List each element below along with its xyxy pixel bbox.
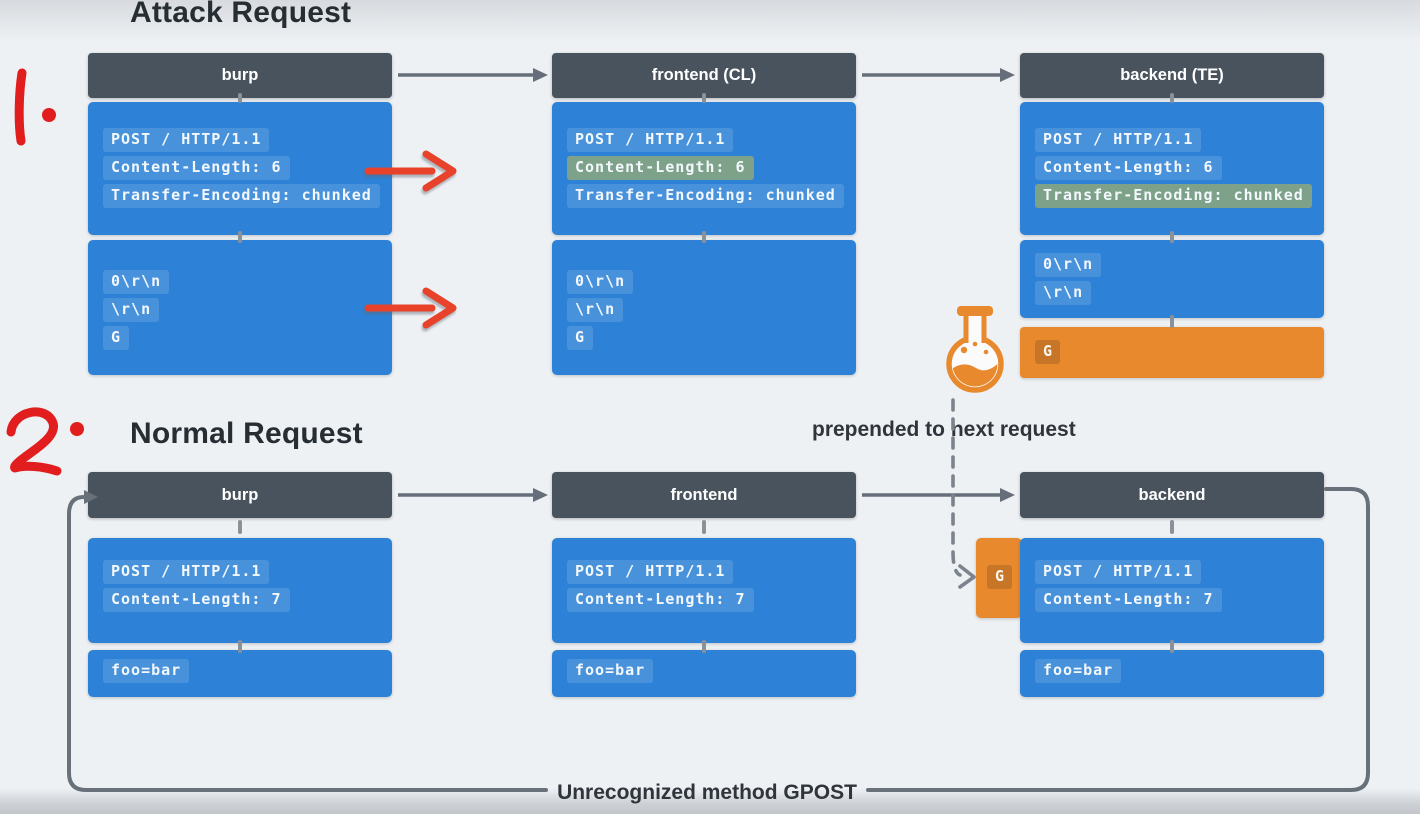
- normal-frontend-header: frontend: [552, 472, 856, 518]
- ink-stroke: [14, 68, 27, 146]
- code-line: foo=bar: [567, 659, 654, 683]
- code-line: Content-Length: 6: [1035, 156, 1222, 180]
- code-line: \r\n: [567, 298, 624, 322]
- attack-burp-body-box: 0\r\n \r\n G: [88, 240, 392, 375]
- ink-dot: [42, 108, 56, 122]
- code-line: Transfer-Encoding: chunked: [103, 184, 380, 208]
- code-line: 0\r\n: [1035, 253, 1102, 277]
- red-arrowhead-icon: [422, 287, 457, 329]
- code-line: Transfer-Encoding: chunked: [567, 184, 844, 208]
- arrowhead-icon: [958, 564, 976, 589]
- code-line: G: [103, 326, 130, 350]
- code-line: 0\r\n: [567, 270, 634, 294]
- prepended-chunk-box: G: [976, 538, 1022, 618]
- code-line: POST / HTTP/1.1: [1035, 128, 1202, 152]
- code-line: \r\n: [1035, 281, 1092, 305]
- arrowhead-icon: [1000, 488, 1015, 502]
- handwritten-step-1: [14, 68, 56, 146]
- attack-backend-body-box: 0\r\n \r\n: [1020, 240, 1324, 318]
- normal-backend-body-box: foo=bar: [1020, 650, 1324, 697]
- normal-frontend-request-box: POST / HTTP/1.1 Content-Length: 7: [552, 538, 856, 643]
- code-line: POST / HTTP/1.1: [567, 560, 734, 584]
- code-line: POST / HTTP/1.1: [103, 560, 270, 584]
- prepended-byte: G: [987, 565, 1013, 589]
- code-line-highlighted: Content-Length: 6: [567, 156, 754, 180]
- normal-backend-header: backend: [1020, 472, 1324, 518]
- attack-frontend-body-box: 0\r\n \r\n G: [552, 240, 856, 375]
- attack-backend-request-box: POST / HTTP/1.1 Content-Length: 6 Transf…: [1020, 102, 1324, 235]
- normal-section-title: Normal Request: [130, 417, 363, 450]
- attack-smuggled-chunk-box: G: [1020, 327, 1324, 378]
- code-line: Content-Length: 7: [567, 588, 754, 612]
- handwritten-step-2: [6, 407, 84, 476]
- code-line-highlighted: Transfer-Encoding: chunked: [1035, 184, 1312, 208]
- arrowhead-icon: [533, 68, 548, 82]
- normal-burp-request-box: POST / HTTP/1.1 Content-Length: 7: [88, 538, 392, 643]
- unrecognized-method-note: Unrecognized method GPOST: [557, 781, 857, 804]
- arrowhead-icon: [533, 488, 548, 502]
- red-arrowhead-icon: [422, 150, 457, 192]
- attack-frontend-header: frontend (CL): [552, 53, 856, 98]
- code-line: Content-Length: 7: [1035, 588, 1222, 612]
- flask-icon: [946, 306, 1004, 393]
- code-line: POST / HTTP/1.1: [103, 128, 270, 152]
- attack-frontend-request-box: POST / HTTP/1.1 Content-Length: 6 Transf…: [552, 102, 856, 235]
- normal-frontend-body-box: foo=bar: [552, 650, 856, 697]
- code-line: POST / HTTP/1.1: [1035, 560, 1202, 584]
- code-line: \r\n: [103, 298, 160, 322]
- attack-backend-header: backend (TE): [1020, 53, 1324, 98]
- code-line: G: [567, 326, 594, 350]
- code-line: POST / HTTP/1.1: [567, 128, 734, 152]
- normal-burp-header: burp: [88, 472, 392, 518]
- normal-burp-body-box: foo=bar: [88, 650, 392, 697]
- attack-section-title: Attack Request: [130, 0, 352, 29]
- arrowhead-icon: [1000, 68, 1015, 82]
- code-line: Content-Length: 6: [103, 156, 290, 180]
- code-line: 0\r\n: [103, 270, 170, 294]
- attack-burp-header: burp: [88, 53, 392, 98]
- prepended-note: prepended to next request: [812, 418, 1076, 441]
- ink-stroke: [6, 407, 62, 476]
- code-line: foo=bar: [1035, 659, 1122, 683]
- smuggled-byte: G: [1035, 340, 1061, 364]
- normal-backend-request-box: POST / HTTP/1.1 Content-Length: 7: [1020, 538, 1324, 643]
- attack-burp-request-box: POST / HTTP/1.1 Content-Length: 6 Transf…: [88, 102, 392, 235]
- code-line: foo=bar: [103, 659, 190, 683]
- ink-dot: [70, 422, 84, 436]
- code-line: Content-Length: 7: [103, 588, 290, 612]
